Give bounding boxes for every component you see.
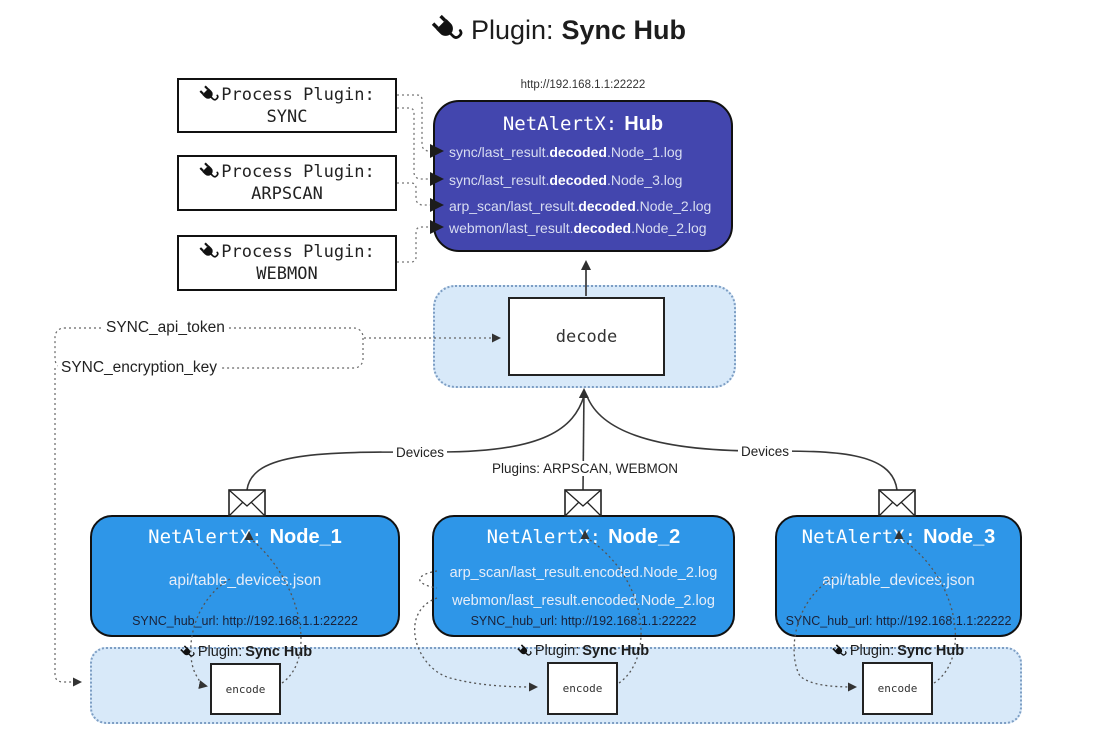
encode-plugin-label-3: Plugin:Sync Hub [832,643,964,659]
hub-log-line: sync/last_result.decoded.Node_1.log [449,144,683,160]
envelope-icons [228,489,916,517]
encode-box-3: encode [862,662,933,715]
process-plugin-box-webmon: Process Plugin: WEBMON [177,235,397,291]
plug-icon [517,643,532,656]
node-box-2: NetAlertX:Node_2 arp_scan/last_result.en… [432,515,735,637]
plug-icon [832,643,847,656]
plugin-to-hub-connectors [397,94,433,263]
sync-encryption-key-label: SYNC_encryption_key [58,359,220,377]
process-plugin-box-arpscan: Process Plugin: ARPSCAN [177,155,397,211]
sync-api-token-label: SYNC_api_token [103,319,228,337]
plug-icon [431,14,463,39]
process-plugin-name: WEBMON [256,264,318,284]
plug-icon [199,242,219,258]
hub-log-line: sync/last_result.decoded.Node_3.log [449,172,683,188]
edge-label-plugins: Plugins: ARPSCAN, WEBMON [488,461,682,476]
encode-plugin-label-1: Plugin:Sync Hub [180,644,312,660]
process-plugin-label: Process Plugin: [199,242,375,262]
encode-plugin-label-2: Plugin:Sync Hub [517,643,649,659]
node-file-line: arp_scan/last_result.encoded.Node_2.log [449,565,718,581]
encode-box-1: encode [210,663,281,715]
encode-box-2: encode [547,662,618,715]
process-plugin-label: Process Plugin: [199,85,375,105]
hub-log-line: webmon/last_result.decoded.Node_2.log [449,220,707,236]
hub-title: NetAlertX: Hub [435,113,731,136]
process-plugin-box-sync: Process Plugin: SYNC [177,78,397,133]
process-plugin-name: SYNC [266,106,308,127]
hub-title-prefix: NetAlertX: [502,113,618,135]
hub-box: NetAlertX: Hub sync/last_result.decoded.N… [433,100,733,252]
node-hub-url: SYNC_hub_url: http://192.168.1.1:22222 [132,614,358,628]
decode-box: decode [508,297,665,376]
node-file-line: api/table_devices.json [168,572,322,589]
node-title: NetAlertX:Node_3 [801,526,996,548]
node-hub-url: SYNC_hub_url: http://192.168.1.1:22222 [470,614,697,628]
plug-icon [199,162,219,178]
node-file-line: webmon/last_result.encoded.Node_2.log [452,593,715,609]
edge-label-devices-left: Devices [392,445,448,460]
hub-log-line: arp_scan/last_result.decoded.Node_2.log [449,198,712,214]
hub-title-name: Hub [624,113,664,135]
node-file-line: api/table_devices.json [822,572,975,589]
envelope-icon [564,489,602,517]
title-prefix: Plugin: [470,14,554,45]
envelope-icon [878,489,916,517]
node-box-1: NetAlertX:Node_1 api/table_devices.json … [90,515,400,637]
node-hub-url: SYNC_hub_url: http://192.168.1.1:22222 [785,614,1012,628]
page-title: Plugin: Sync Hub [0,14,1117,46]
node-title: NetAlertX:Node_1 [148,526,342,548]
node-box-3: NetAlertX:Node_3 api/table_devices.json … [775,515,1022,637]
hub-url-label: http://192.168.1.1:22222 [520,79,646,91]
edge-label-devices-right: Devices [737,444,793,459]
node-title: NetAlertX:Node_2 [486,526,681,548]
plug-icon [199,85,219,101]
plug-icon [180,644,195,657]
process-plugin-name: ARPSCAN [251,184,323,204]
process-plugin-label: Process Plugin: [199,162,375,182]
title-name: Sync Hub [561,14,687,45]
envelope-icon [228,489,266,517]
